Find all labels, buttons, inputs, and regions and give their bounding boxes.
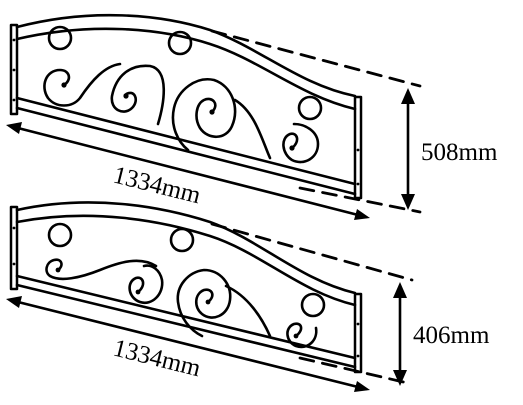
top-length-label: 1334mm	[111, 162, 204, 210]
top-scroll-5	[282, 122, 320, 164]
top-left-post	[9, 23, 19, 116]
bottom-ring-3	[300, 292, 326, 318]
bottom-scroll-1	[45, 258, 158, 281]
top-scroll-2	[110, 64, 166, 126]
top-scroll-4	[233, 98, 272, 160]
bottom-ring-1	[47, 222, 73, 248]
top-lower-rail-2	[15, 106, 357, 196]
bottom-dashed-top	[210, 222, 414, 282]
top-ring-2	[167, 30, 193, 56]
top-panel	[6, 13, 422, 220]
bottom-scroll-4	[224, 284, 272, 338]
top-dashed-top	[210, 29, 422, 88]
bottom-scroll-3	[176, 268, 232, 338]
bottom-height-label: 406mm	[413, 322, 490, 349]
top-wavy-rail-inner	[15, 27, 357, 111]
bottom-left-post	[9, 205, 19, 291]
bottom-lower-rail-2	[15, 283, 357, 369]
bottom-length-label: 1334mm	[111, 335, 204, 383]
top-lower-rail-1	[15, 96, 357, 186]
bottom-panel	[6, 201, 414, 392]
bottom-ring-2	[169, 227, 195, 253]
bottom-lower-rail-1	[15, 274, 357, 360]
bottom-wavy-rail-inner	[15, 214, 357, 307]
top-dashed-bottom	[298, 186, 422, 214]
top-length-line	[8, 124, 368, 219]
top-ring-3	[297, 95, 323, 121]
bottom-scroll-2	[128, 264, 164, 305]
bottom-right-post	[353, 292, 363, 374]
bottom-dashed-bottom	[298, 356, 414, 386]
bottom-scroll-5	[286, 322, 318, 349]
bottom-length-line	[8, 298, 368, 391]
top-scroll-1	[43, 62, 122, 107]
top-height-label: 508mm	[421, 139, 498, 166]
top-wavy-rail-outer	[15, 13, 357, 98]
top-scroll-3	[171, 78, 237, 152]
top-ring-1	[47, 25, 73, 51]
top-right-post	[353, 95, 363, 200]
bottom-wavy-rail-outer	[15, 201, 357, 295]
